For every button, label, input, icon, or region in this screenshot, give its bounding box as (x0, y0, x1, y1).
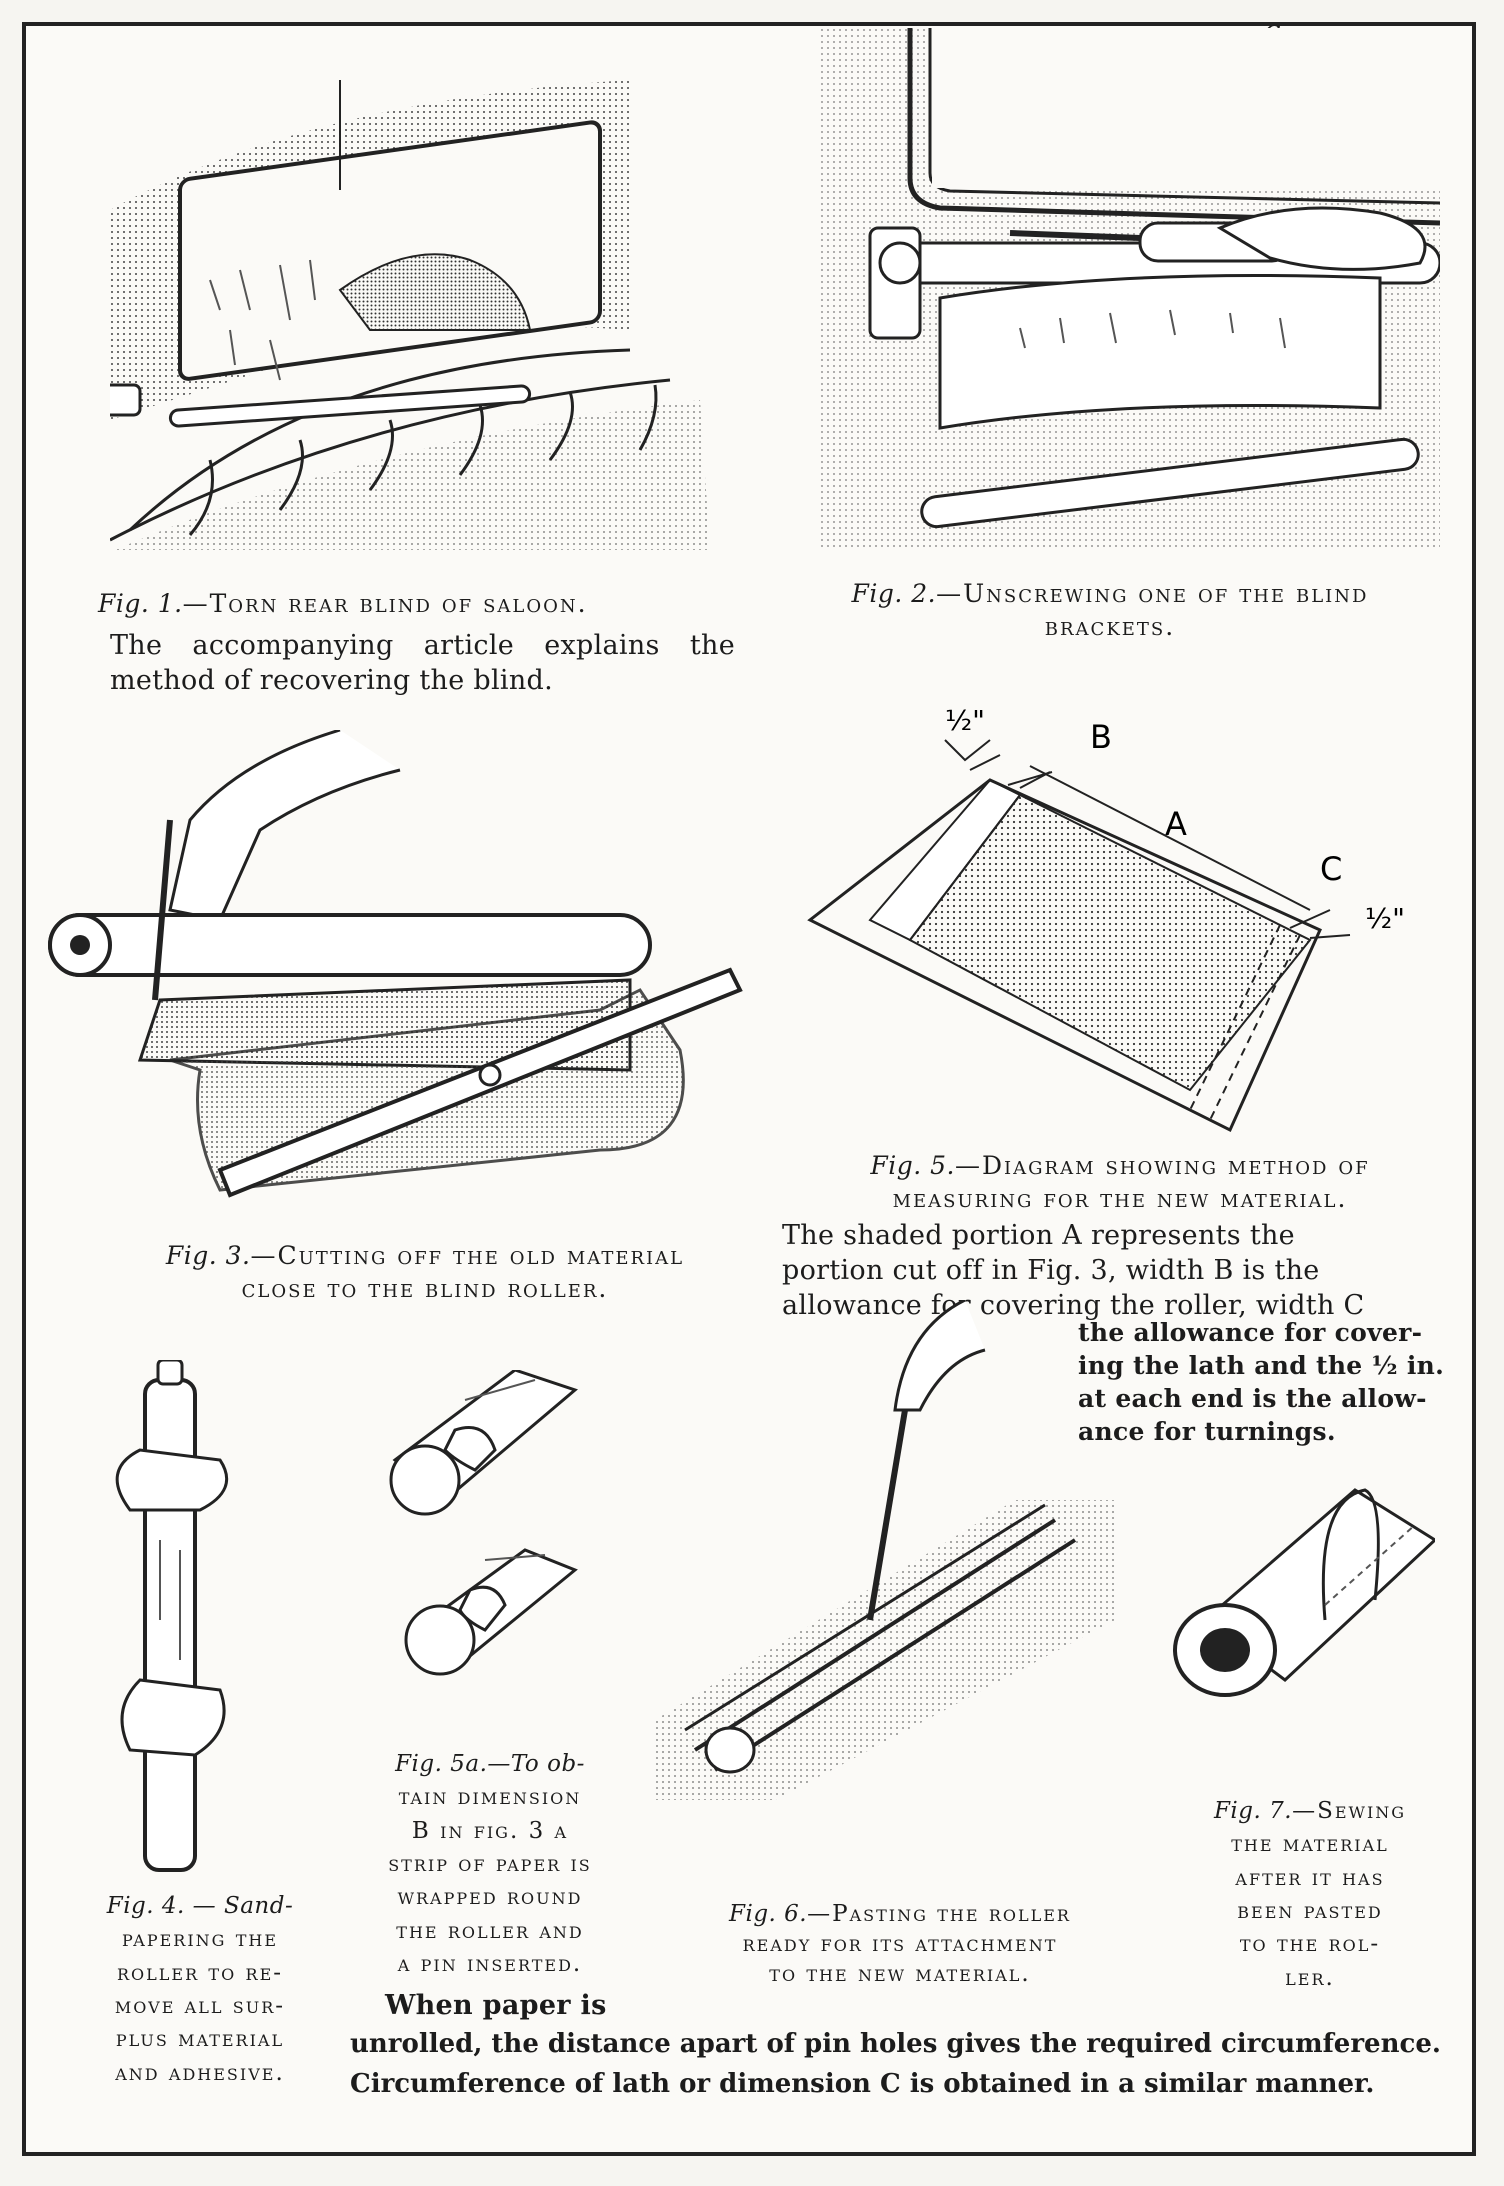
fig5a-bottom-line2: unrolled, the distance apart of pin hole… (350, 2028, 1441, 2062)
fig2-illustration (820, 28, 1440, 548)
fig5a-line6: the roller and (335, 1915, 645, 1948)
fig6-title-line2: ready for its attachment (655, 1930, 1145, 1960)
fig5-body-right-line1: the allowance for cover- (1078, 1316, 1444, 1349)
fig5-label: Fig. 5. (870, 1151, 955, 1180)
fig2-caption: Fig. 2.—Unscrewing one of the blind brac… (770, 578, 1450, 643)
fig4-line3: roller to re- (60, 1957, 340, 1990)
fig5a-illustration (385, 1370, 585, 1700)
fig5-title-line1: —Diagram showing method of (955, 1151, 1370, 1180)
fig1-label: Fig. 1. (98, 589, 183, 618)
fig6-title-line1: —Pasting the roller (807, 1901, 1071, 1927)
fig5-body-right: the allowance for cover- ing the lath an… (1078, 1316, 1444, 1448)
fig6-caption: Fig. 6.—Pasting the roller ready for its… (655, 1900, 1145, 1990)
fig5a-line3: B in fig. 3 a (335, 1815, 645, 1848)
fig4-line5: plus material (60, 2023, 340, 2056)
fig7-illustration (1165, 1480, 1435, 1740)
fig7-caption: Fig. 7.—Sewing the material after it has… (1175, 1795, 1445, 1995)
fig6-illustration (655, 1300, 1115, 1800)
fig5a-line5: wrapped round (335, 1881, 645, 1914)
fig7-line5: to the rol- (1175, 1928, 1445, 1961)
fig5-label-half-top: ½" (945, 704, 985, 737)
fig5a-bottom-line3: Circumference of lath or dimension C is … (350, 2068, 1374, 2102)
fig6-label: Fig. 6. (729, 1901, 807, 1927)
fig4-line2: papering the (60, 1923, 340, 1956)
fig5a-bottom-line1: When paper is (385, 1988, 607, 2023)
fig5a-line2: tain dimension (335, 1781, 645, 1814)
fig5-title-line2: measuring for the new material. (775, 1183, 1465, 1216)
fig5a-caption: Fig. 5a.—To ob- tain dimension B in fig.… (335, 1748, 645, 1981)
fig7-label: Fig. 7. (1214, 1798, 1292, 1824)
fig2-title-line2: brackets. (770, 611, 1450, 644)
fig5-label-half-right: ½" (1365, 902, 1405, 935)
fig4-line4: move all sur- (60, 1990, 340, 2023)
fig5a-line1: Fig. 5a.—To ob- (335, 1748, 645, 1781)
fig1-caption: Fig. 1.—Torn rear blind of saloon. (98, 588, 588, 621)
fig7-line2: the material (1175, 1828, 1445, 1861)
fig7-line6: ler. (1175, 1962, 1445, 1995)
fig5-label-a: A (1165, 805, 1187, 843)
fig3-caption: Fig. 3.—Cutting off the old material clo… (95, 1240, 755, 1305)
fig5-body-line2: portion cut off in Fig. 3, width B is th… (782, 1253, 1427, 1288)
fig5-body-right-line4: ance for turnings. (1078, 1415, 1444, 1448)
fig4-line6: and adhesive. (60, 2057, 340, 2090)
fig2-label: Fig. 2. (852, 579, 937, 608)
fig3-label: Fig. 3. (166, 1241, 251, 1270)
fig5-body-line1: The shaded portion A represents the (782, 1218, 1427, 1253)
fig5a-line7: a pin inserted. (335, 1948, 645, 1981)
fig6-title-line3: to the new material. (655, 1960, 1145, 1990)
fig7-line1: —Sewing (1292, 1798, 1406, 1824)
fig1-illustration (110, 80, 730, 550)
fig4-illustration (100, 1360, 260, 1880)
fig7-line4: been pasted (1175, 1895, 1445, 1928)
fig5-label-c: C (1320, 850, 1342, 888)
fig2-title-line1: —Unscrewing one of the blind (936, 579, 1368, 608)
fig1-body: The accompanying article explains the me… (110, 628, 735, 698)
fig5-label-b: B (1090, 718, 1112, 756)
fig5-body-right-line3: at each end is the allow- (1078, 1382, 1444, 1415)
fig3-illustration (40, 730, 760, 1210)
fig5-diagram: ½" B A C ½" (790, 670, 1470, 1150)
fig5-caption: Fig. 5.—Diagram showing method of measur… (775, 1150, 1465, 1215)
fig7-line3: after it has (1175, 1862, 1445, 1895)
fig5-body-right-line2: ing the lath and the ½ in. (1078, 1349, 1444, 1382)
fig4-line1: Fig. 4. — Sand- (60, 1890, 340, 1923)
fig5a-line4: strip of paper is (335, 1848, 645, 1881)
fig1-title: —Torn rear blind of saloon. (183, 589, 588, 618)
fig4-caption: Fig. 4. — Sand- papering the roller to r… (60, 1890, 340, 2090)
fig3-title-line1: —Cutting off the old material (250, 1241, 684, 1270)
